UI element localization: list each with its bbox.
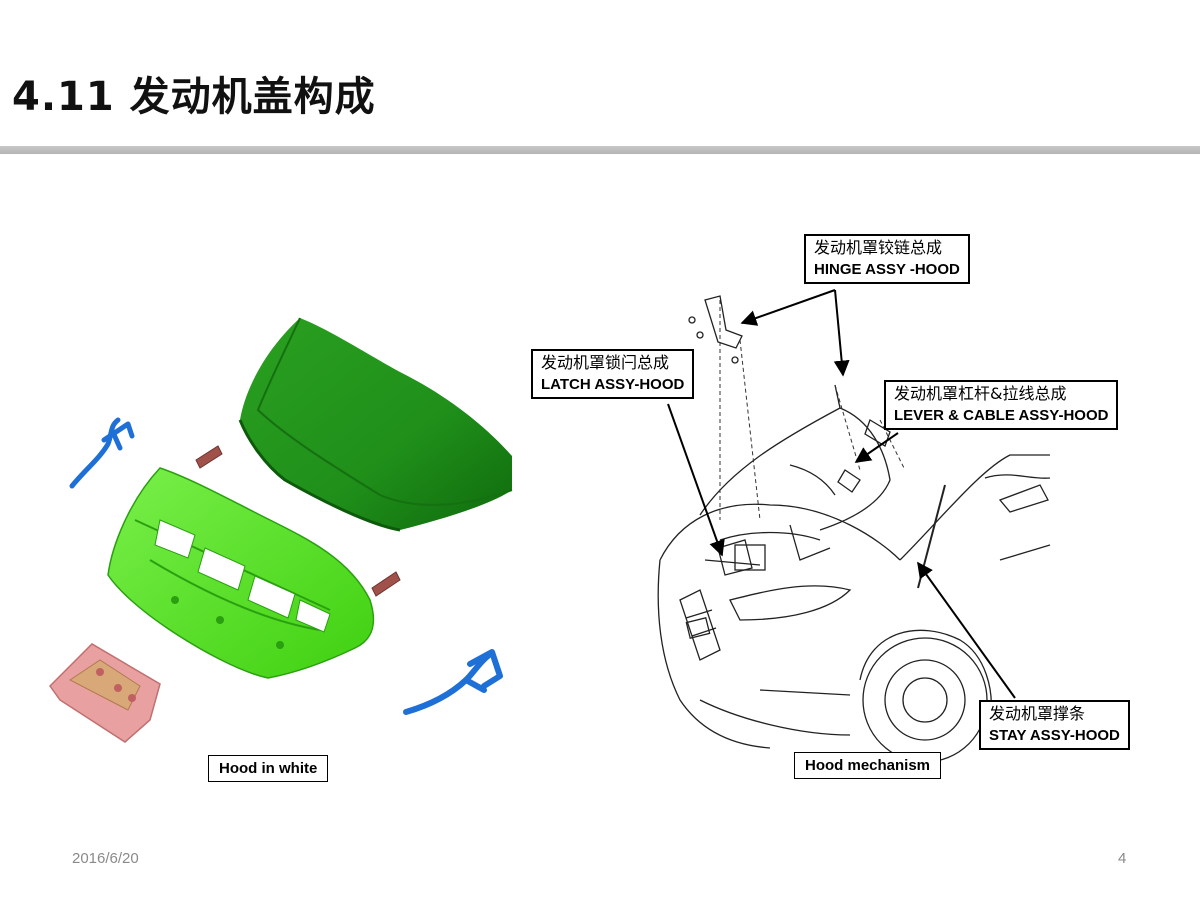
- lever-part-sketch: [789, 419, 891, 496]
- footer-page-number: 4: [1118, 850, 1127, 867]
- footer-date: 2016/6/20: [72, 850, 139, 867]
- callout-stay-en: STAY ASSY-HOOD: [989, 727, 1120, 744]
- caption-hood-in-white: Hood in white: [208, 755, 329, 782]
- hood-inner-panel: [107, 467, 375, 679]
- callout-stay-assy: 发动机罩撑条 STAY ASSY-HOOD: [979, 700, 1130, 750]
- callout-latch-cn: 发动机罩锁闩总成: [541, 353, 670, 372]
- hood-striker-lower: [371, 571, 401, 597]
- caption-hood-mechanism: Hood mechanism: [794, 752, 942, 779]
- hood-striker-upper: [195, 445, 223, 469]
- title-divider: [0, 146, 1200, 154]
- callout-stay-cn: 发动机罩撑条: [989, 704, 1086, 723]
- exploded-part-traces: [719, 300, 906, 521]
- callout-lever-en: LEVER & CABLE ASSY-HOOD: [894, 407, 1109, 424]
- callout-hinge-assy: 发动机罩铰链总成 HINGE ASSY -HOOD: [804, 234, 970, 284]
- callout-lever-cable-assy: 发动机罩杠杆&拉线总成 LEVER & CABLE ASSY-HOOD: [884, 380, 1119, 430]
- callout-hinge-en: HINGE ASSY -HOOD: [814, 261, 960, 278]
- callout-lever-cn: 发动机罩杠杆&拉线总成: [894, 384, 1067, 403]
- callout-latch-assy: 发动机罩锁闩总成 LATCH ASSY-HOOD: [531, 349, 695, 399]
- slide-title: 4.11 发动机盖构成: [12, 74, 376, 120]
- callout-arrows: [667, 289, 1016, 699]
- hood-latch-reinforcement: [49, 643, 161, 743]
- latch-part-sketch: [704, 539, 761, 576]
- hood-outer-panel: [238, 317, 513, 532]
- hood-hinge-left: [69, 417, 135, 489]
- hood-hinge-right: [403, 649, 503, 715]
- hinge-part-sketch: [688, 295, 743, 364]
- callout-hinge-cn: 发动机罩铰链总成: [814, 238, 943, 257]
- callout-latch-en: LATCH ASSY-HOOD: [541, 376, 685, 393]
